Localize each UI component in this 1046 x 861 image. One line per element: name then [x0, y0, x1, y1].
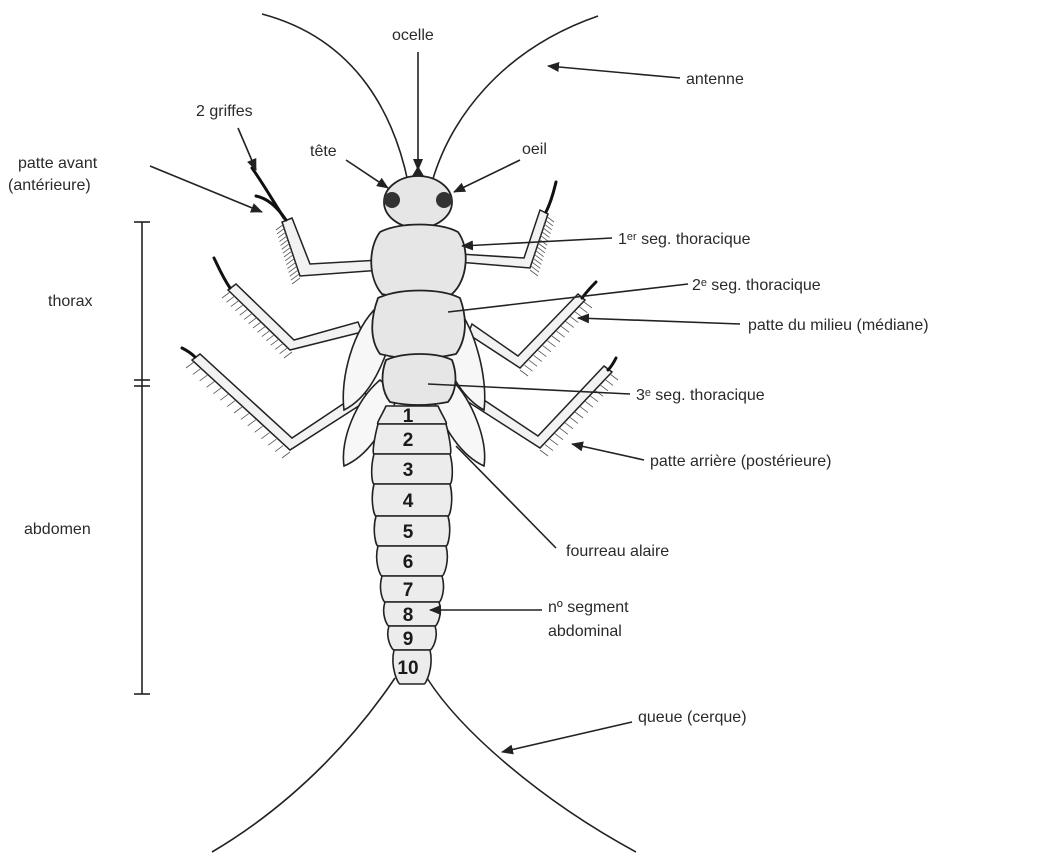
- label-queue: queue (cerque): [638, 709, 747, 726]
- label-tete: tête: [310, 143, 337, 160]
- label-seg1: 1ᵉʳ seg. thoracique: [618, 231, 751, 248]
- label-patte-avant: patte avant: [18, 155, 98, 172]
- label-patte-avant-2: (antérieure): [8, 177, 91, 194]
- label-griffes: 2 griffes: [196, 103, 253, 120]
- segment-number: 2: [403, 430, 414, 451]
- segment-number: 9: [403, 629, 414, 650]
- segment-number: 8: [403, 605, 414, 626]
- label-seg3: 3ᵉ seg. thoracique: [636, 387, 765, 404]
- segment-number: 6: [403, 552, 414, 573]
- label-nseg-1: nº segment: [548, 599, 629, 616]
- segment-number: 7: [403, 580, 414, 601]
- segment-number: 4: [403, 491, 414, 512]
- label-fourreau: fourreau alaire: [566, 543, 669, 560]
- label-patte-arriere: patte arrière (postérieure): [650, 453, 831, 470]
- label-abdomen: abdomen: [24, 521, 91, 538]
- segment-number: 3: [403, 460, 414, 481]
- label-oeil: oeil: [522, 141, 547, 158]
- head-thorax-drawing: [371, 166, 465, 405]
- label-antenne: antenne: [686, 71, 744, 88]
- label-thorax: thorax: [48, 293, 92, 310]
- segment-number: 10: [397, 658, 418, 679]
- label-nseg-2: abdominal: [548, 623, 622, 640]
- body-region-bar: [134, 222, 150, 694]
- segment-number: 5: [403, 522, 414, 543]
- cerci-drawing: [212, 678, 636, 852]
- label-seg2: 2ᵉ seg. thoracique: [692, 277, 821, 294]
- label-ocelle: ocelle: [392, 27, 434, 44]
- label-patte-milieu: patte du milieu (médiane): [748, 317, 929, 334]
